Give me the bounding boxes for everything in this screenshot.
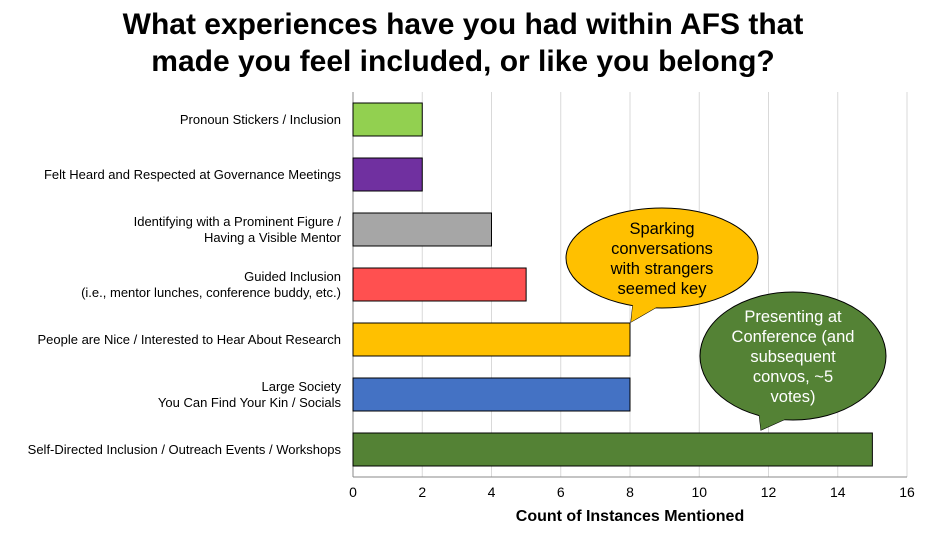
category-label: Self-Directed Inclusion / Outreach Event…	[28, 442, 342, 457]
callout-text-line: convos, ~5	[753, 368, 833, 386]
category-label: You Can Find Your Kin / Socials	[158, 395, 342, 410]
x-tick-label: 4	[488, 484, 496, 500]
callout-tail-fill	[758, 404, 790, 430]
callout-ellipse	[699, 291, 887, 421]
category-label: Pronoun Stickers / Inclusion	[180, 112, 341, 127]
chart-title-line-2: made you feel included, or like you belo…	[151, 45, 775, 78]
category-label: People are Nice / Interested to Hear Abo…	[37, 332, 341, 347]
x-tick-label: 12	[761, 484, 777, 500]
bar	[352, 157, 423, 192]
category-label: Guided Inclusion	[244, 269, 341, 284]
bar	[352, 322, 631, 357]
bar	[352, 432, 873, 467]
callout-text-line: Sparking	[629, 220, 694, 238]
callout-text-line: with strangers	[610, 260, 714, 278]
callout-text-line: Conference (and	[732, 328, 855, 346]
bar	[352, 377, 631, 412]
bars	[352, 102, 873, 467]
bar	[352, 212, 492, 247]
callout-bubble: Presenting at Conference (and subsequent co…	[699, 291, 887, 431]
callout-text-line: seemed key	[618, 280, 708, 298]
bar	[352, 102, 423, 137]
category-label: Felt Heard and Respected at Governance M…	[44, 167, 342, 182]
bar	[352, 267, 527, 302]
category-label: Large Society	[262, 379, 342, 394]
x-tick-label: 8	[626, 484, 634, 500]
callout-text-line: conversations	[611, 240, 713, 258]
callout-tail-fill	[631, 294, 662, 322]
category-label: (i.e., mentor lunches, conference buddy,…	[81, 285, 341, 300]
x-tick-label: 16	[899, 484, 915, 500]
category-label: Having a Visible Mentor	[204, 230, 342, 245]
callout-ellipse	[565, 207, 759, 309]
x-tick-label: 14	[830, 484, 846, 500]
callout-text-line: subsequent	[750, 348, 836, 366]
callout-text-line: Presenting at	[744, 308, 842, 326]
x-tick-labels: 0 2 4 6 8 10 12 14 16	[349, 484, 915, 500]
category-label: Identifying with a Prominent Figure /	[134, 214, 342, 229]
callout-text-line: votes)	[771, 388, 816, 406]
callouts: Sparking conversations with strangers seeme…	[565, 207, 887, 431]
x-tick-label: 2	[418, 484, 426, 500]
x-tick-label: 6	[557, 484, 565, 500]
callout-bubble: Sparking conversations with strangers seeme…	[565, 207, 759, 323]
x-tick-label: 10	[691, 484, 707, 500]
x-tick-label: 0	[349, 484, 357, 500]
chart-title-line-1: What experiences have you had within AFS…	[122, 8, 804, 41]
x-axis-label: Count of Instances Mentioned	[516, 508, 744, 525]
chart-title: What experiences have you had within AFS…	[0, 6, 926, 80]
